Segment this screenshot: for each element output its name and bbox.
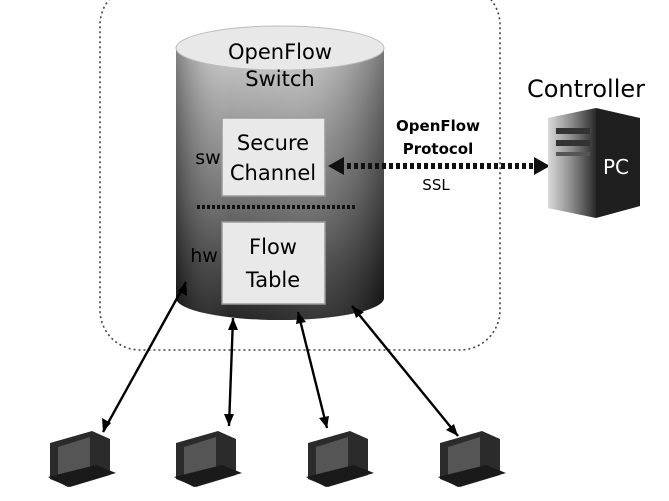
ssl-label: SSL: [422, 176, 450, 194]
controller-server-icon: [548, 108, 640, 218]
controller-pc-badge: PC: [603, 155, 629, 179]
flow-table-label-line2: Table: [245, 268, 300, 292]
openflow-protocol-link: [328, 157, 550, 175]
sw-label: sw: [195, 147, 220, 169]
controller-title: Controller: [527, 75, 645, 103]
switch-title-line2: Switch: [245, 67, 314, 91]
protocol-label-line2: Protocol: [403, 140, 474, 158]
host-links: [101, 281, 459, 437]
host-computer-icon: [438, 431, 506, 487]
protocol-label-line1: OpenFlow: [396, 117, 480, 135]
hw-label: hw: [190, 245, 218, 267]
flow-table-box: [221, 221, 326, 305]
secure-channel-label-line1: Secure: [237, 131, 309, 155]
host-computer-icon: [174, 431, 242, 487]
switch-title-line1: OpenFlow: [228, 40, 332, 64]
host-computer-icon: [48, 431, 116, 487]
secure-channel-label-line2: Channel: [230, 161, 316, 185]
host-computer-icon: [306, 431, 374, 487]
flow-table-label-line1: Flow: [249, 235, 297, 259]
switch-enclosure: [99, 0, 501, 351]
secure-channel-box: [221, 117, 326, 197]
